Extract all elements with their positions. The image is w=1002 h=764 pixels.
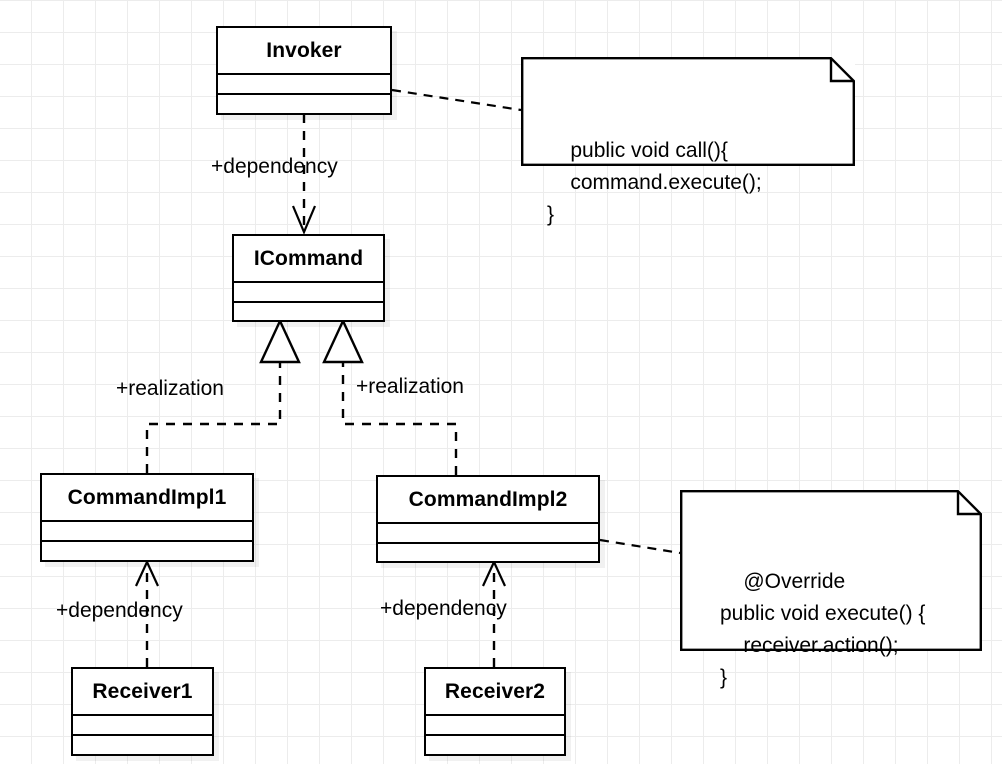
class-attributes-invoker — [218, 75, 390, 95]
edge-label-receiver1-commandimpl1: +dependency — [56, 599, 183, 622]
class-operations-receiver2 — [426, 736, 564, 754]
note-execute-text: @Override public void execute() { receiv… — [720, 570, 926, 689]
class-operations-receiver1 — [73, 736, 212, 754]
edge-label-commandimpl2-icommand: +realization — [356, 375, 464, 398]
class-box-commandimpl2[interactable]: CommandImpl2 — [376, 475, 600, 563]
edge-label-invoker-icommand: +dependency — [211, 155, 338, 178]
edge-commandimpl2-note-execute — [599, 538, 681, 555]
class-name-receiver1: Receiver1 — [73, 669, 212, 716]
class-attributes-icommand — [234, 283, 383, 303]
note-call[interactable]: public void call(){ command.execute(); } — [521, 57, 855, 226]
class-attributes-commandimpl2 — [378, 524, 598, 544]
class-attributes-receiver2 — [426, 716, 564, 736]
edge-invoker-note-call — [391, 88, 522, 112]
class-operations-commandimpl2 — [378, 544, 598, 561]
class-name-receiver2: Receiver2 — [426, 669, 564, 716]
class-name-invoker: Invoker — [218, 28, 390, 75]
class-name-commandimpl1: CommandImpl1 — [42, 475, 252, 522]
class-box-icommand[interactable]: ICommand — [232, 234, 385, 322]
class-attributes-receiver1 — [73, 716, 212, 736]
class-operations-commandimpl1 — [42, 542, 252, 560]
note-execute[interactable]: @Override public void execute() { receiv… — [680, 490, 982, 689]
class-attributes-commandimpl1 — [42, 522, 252, 542]
edge-label-receiver2-commandimpl2: +dependency — [380, 597, 507, 620]
edge-label-commandimpl1-icommand: +realization — [116, 377, 224, 400]
class-box-receiver2[interactable]: Receiver2 — [424, 667, 566, 756]
class-operations-icommand — [234, 303, 383, 320]
class-name-commandimpl2: CommandImpl2 — [378, 477, 598, 524]
class-box-receiver1[interactable]: Receiver1 — [71, 667, 214, 756]
class-operations-invoker — [218, 95, 390, 113]
note-call-text: public void call(){ command.execute(); } — [547, 139, 762, 226]
class-box-invoker[interactable]: Invoker — [216, 26, 392, 115]
class-box-commandimpl1[interactable]: CommandImpl1 — [40, 473, 254, 562]
class-name-icommand: ICommand — [234, 236, 383, 283]
